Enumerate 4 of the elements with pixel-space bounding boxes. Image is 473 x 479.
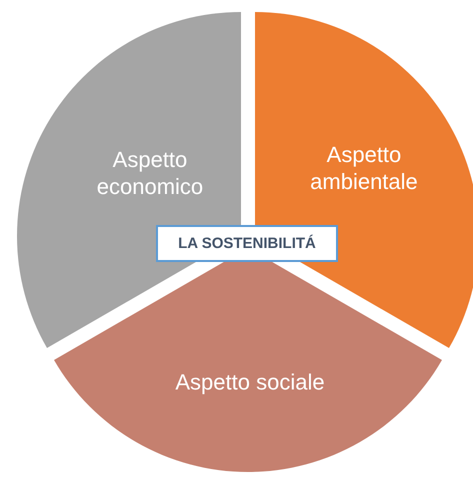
segment-label: Aspetto sociale — [174, 368, 326, 396]
segment-label: Aspetto ambientale — [309, 141, 419, 195]
title-box: LA SOSTENIBILITÁ — [156, 225, 338, 262]
segment-label: Aspetto economico — [96, 146, 204, 200]
